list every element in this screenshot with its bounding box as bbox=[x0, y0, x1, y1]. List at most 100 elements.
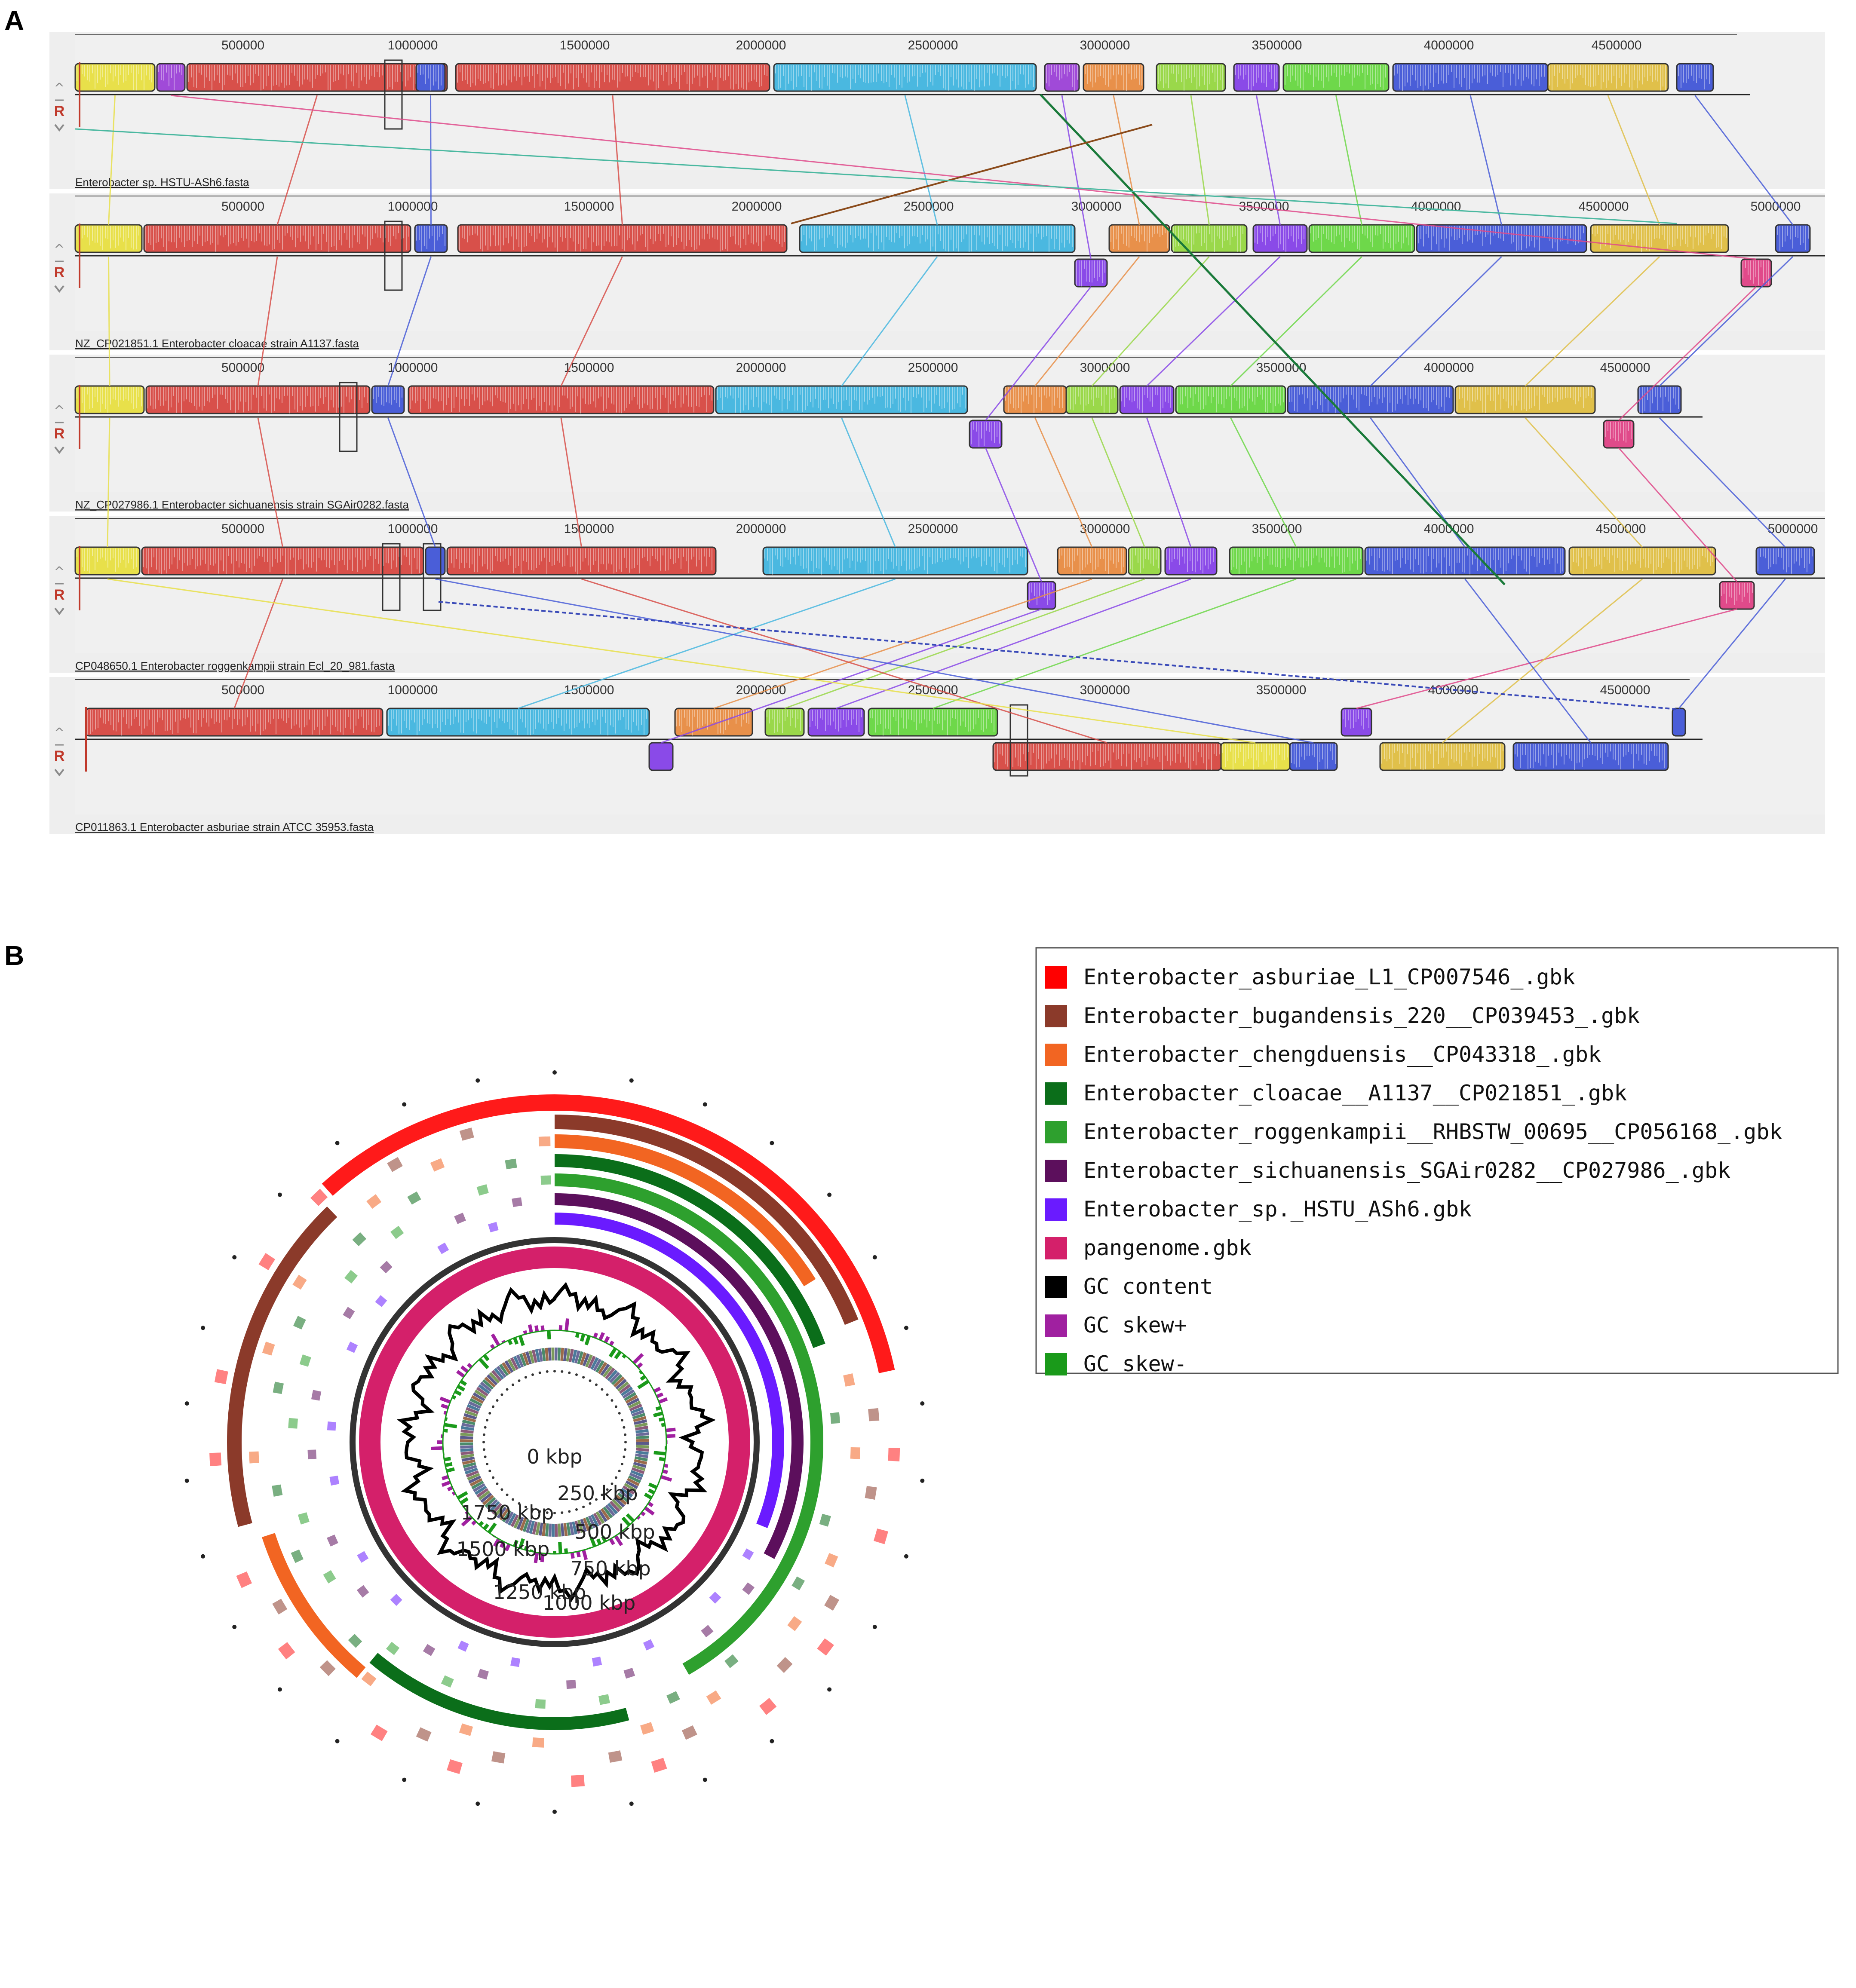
scale-dot bbox=[506, 1388, 509, 1391]
lcb-block bbox=[1065, 385, 1119, 414]
genome-ring-fragment bbox=[791, 1576, 805, 1590]
ruler-tick-label: 3000000 bbox=[1080, 38, 1130, 52]
outer-tick-dot bbox=[277, 1192, 282, 1197]
genome-ring-fragment bbox=[759, 1697, 777, 1715]
scroll-up-icon[interactable]: ^ bbox=[54, 242, 64, 257]
reverse-complement-button[interactable]: R bbox=[54, 587, 65, 603]
lcb-connector-line bbox=[257, 256, 278, 386]
scale-label: 750 kbp bbox=[570, 1557, 650, 1580]
lcb-connector-line bbox=[108, 256, 110, 386]
legend-swatch bbox=[1045, 1198, 1067, 1221]
cds-ring-segment bbox=[582, 1353, 590, 1366]
cds-ring-segment bbox=[502, 1510, 512, 1522]
gc-skew-bar bbox=[660, 1475, 672, 1482]
legend-label: GC skew- bbox=[1083, 1351, 1187, 1376]
ruler-tick-label: 4000000 bbox=[1411, 199, 1461, 214]
scroll-up-icon[interactable]: ^ bbox=[54, 81, 64, 96]
lcb-block bbox=[143, 224, 411, 253]
cds-ring-segment bbox=[482, 1495, 494, 1506]
scale-dot bbox=[553, 1512, 556, 1514]
genome-ring-fragment bbox=[706, 1690, 721, 1705]
lcb-block bbox=[715, 385, 968, 414]
lcb-block bbox=[1379, 742, 1506, 771]
gc-skew-bar bbox=[528, 1324, 533, 1333]
lcb-connector-line bbox=[784, 578, 1145, 709]
lcb-block bbox=[762, 546, 1028, 576]
reverse-complement-button[interactable]: R bbox=[54, 748, 65, 764]
scroll-up-icon[interactable]: ^ bbox=[54, 403, 64, 418]
genome-ring-fragment bbox=[640, 1722, 654, 1735]
genome-ring-fragment bbox=[724, 1654, 739, 1668]
genome-ring-fragment bbox=[477, 1669, 489, 1680]
lcb-block bbox=[868, 708, 998, 737]
scroll-down-icon[interactable] bbox=[54, 124, 64, 132]
genome-ring-fragment bbox=[535, 1699, 546, 1709]
scroll-up-icon[interactable]: ^ bbox=[54, 564, 64, 579]
cds-ring-segment bbox=[632, 1464, 646, 1471]
scale-dot bbox=[618, 1412, 621, 1415]
cds-ring-segment bbox=[489, 1372, 500, 1384]
legend-label: Enterobacter_sichuanensis_SGAir0282__CP0… bbox=[1083, 1158, 1730, 1183]
cds-ring-segment bbox=[472, 1392, 485, 1402]
reverse-complement-button[interactable]: R bbox=[54, 103, 65, 119]
lcb-connector-line bbox=[233, 579, 283, 709]
cds-ring-segment bbox=[522, 1519, 530, 1532]
lcb-block bbox=[386, 708, 650, 737]
reverse-complement-button[interactable]: R bbox=[54, 426, 65, 442]
cds-ring-segment bbox=[602, 1366, 613, 1378]
outer-tick-dot bbox=[770, 1141, 774, 1146]
cds-ring-segment bbox=[467, 1404, 480, 1412]
genome-ring-fragment bbox=[817, 1638, 834, 1656]
scroll-down-icon[interactable] bbox=[54, 607, 64, 616]
genome-track-area bbox=[75, 355, 1825, 492]
reverse-complement-button[interactable]: R bbox=[54, 264, 65, 281]
scale-dot bbox=[614, 1476, 617, 1479]
lcb-block bbox=[1057, 546, 1127, 576]
outer-tick-dot bbox=[552, 1810, 557, 1814]
genome-track-area bbox=[75, 32, 1825, 170]
gc-skew-bar bbox=[640, 1375, 646, 1381]
lcb-block bbox=[1252, 224, 1308, 253]
cds-ring-segment bbox=[467, 1473, 480, 1481]
legend-swatch bbox=[1045, 1160, 1067, 1182]
outer-tick-dot bbox=[184, 1401, 189, 1406]
selection-frame bbox=[423, 543, 442, 611]
scroll-down-icon[interactable] bbox=[54, 446, 64, 454]
cds-ring-segment bbox=[474, 1486, 487, 1495]
lcb-connector-line bbox=[904, 95, 938, 225]
lcb-connector-line bbox=[560, 256, 623, 386]
outer-tick-dot bbox=[703, 1102, 707, 1107]
scroll-down-icon[interactable] bbox=[54, 285, 64, 293]
ruler-tick-label: 3000000 bbox=[1080, 522, 1130, 536]
scroll-down-icon[interactable] bbox=[54, 769, 64, 777]
cds-ring-segment bbox=[633, 1461, 647, 1468]
outer-tick-dot bbox=[277, 1687, 282, 1692]
cds-ring-segment bbox=[624, 1483, 637, 1492]
gc-skew-bar bbox=[609, 1538, 615, 1545]
cds-ring-segment bbox=[634, 1459, 647, 1465]
scale-dot bbox=[582, 1505, 585, 1508]
cds-ring-segment bbox=[577, 1519, 584, 1533]
outer-tick-dot bbox=[872, 1255, 877, 1259]
lcb-block bbox=[1392, 63, 1549, 92]
cds-ring-segment bbox=[615, 1495, 627, 1505]
lcb-block bbox=[799, 224, 1076, 253]
cds-ring-segment bbox=[494, 1504, 505, 1517]
lcb-block bbox=[1074, 258, 1108, 288]
cds-ring-segment bbox=[629, 1473, 642, 1480]
ruler-tick-label: 1000000 bbox=[388, 199, 438, 214]
lcb-connector-line bbox=[1694, 95, 1794, 225]
outer-tick-dot bbox=[872, 1625, 877, 1629]
lcb-connector-line bbox=[387, 417, 436, 548]
lcb-connector-line bbox=[1659, 256, 1794, 387]
gc-skew-bar bbox=[659, 1457, 666, 1461]
genome-ring-fragment bbox=[327, 1421, 336, 1431]
outer-tick-dot bbox=[201, 1554, 206, 1559]
gc-skew-bar bbox=[442, 1475, 449, 1480]
scroll-up-icon[interactable]: ^ bbox=[54, 726, 64, 741]
genome-ring-fragment bbox=[386, 1642, 400, 1655]
cds-ring-segment bbox=[468, 1475, 482, 1484]
outer-tick-dot bbox=[827, 1192, 832, 1197]
gc-skew-bar bbox=[656, 1392, 664, 1398]
